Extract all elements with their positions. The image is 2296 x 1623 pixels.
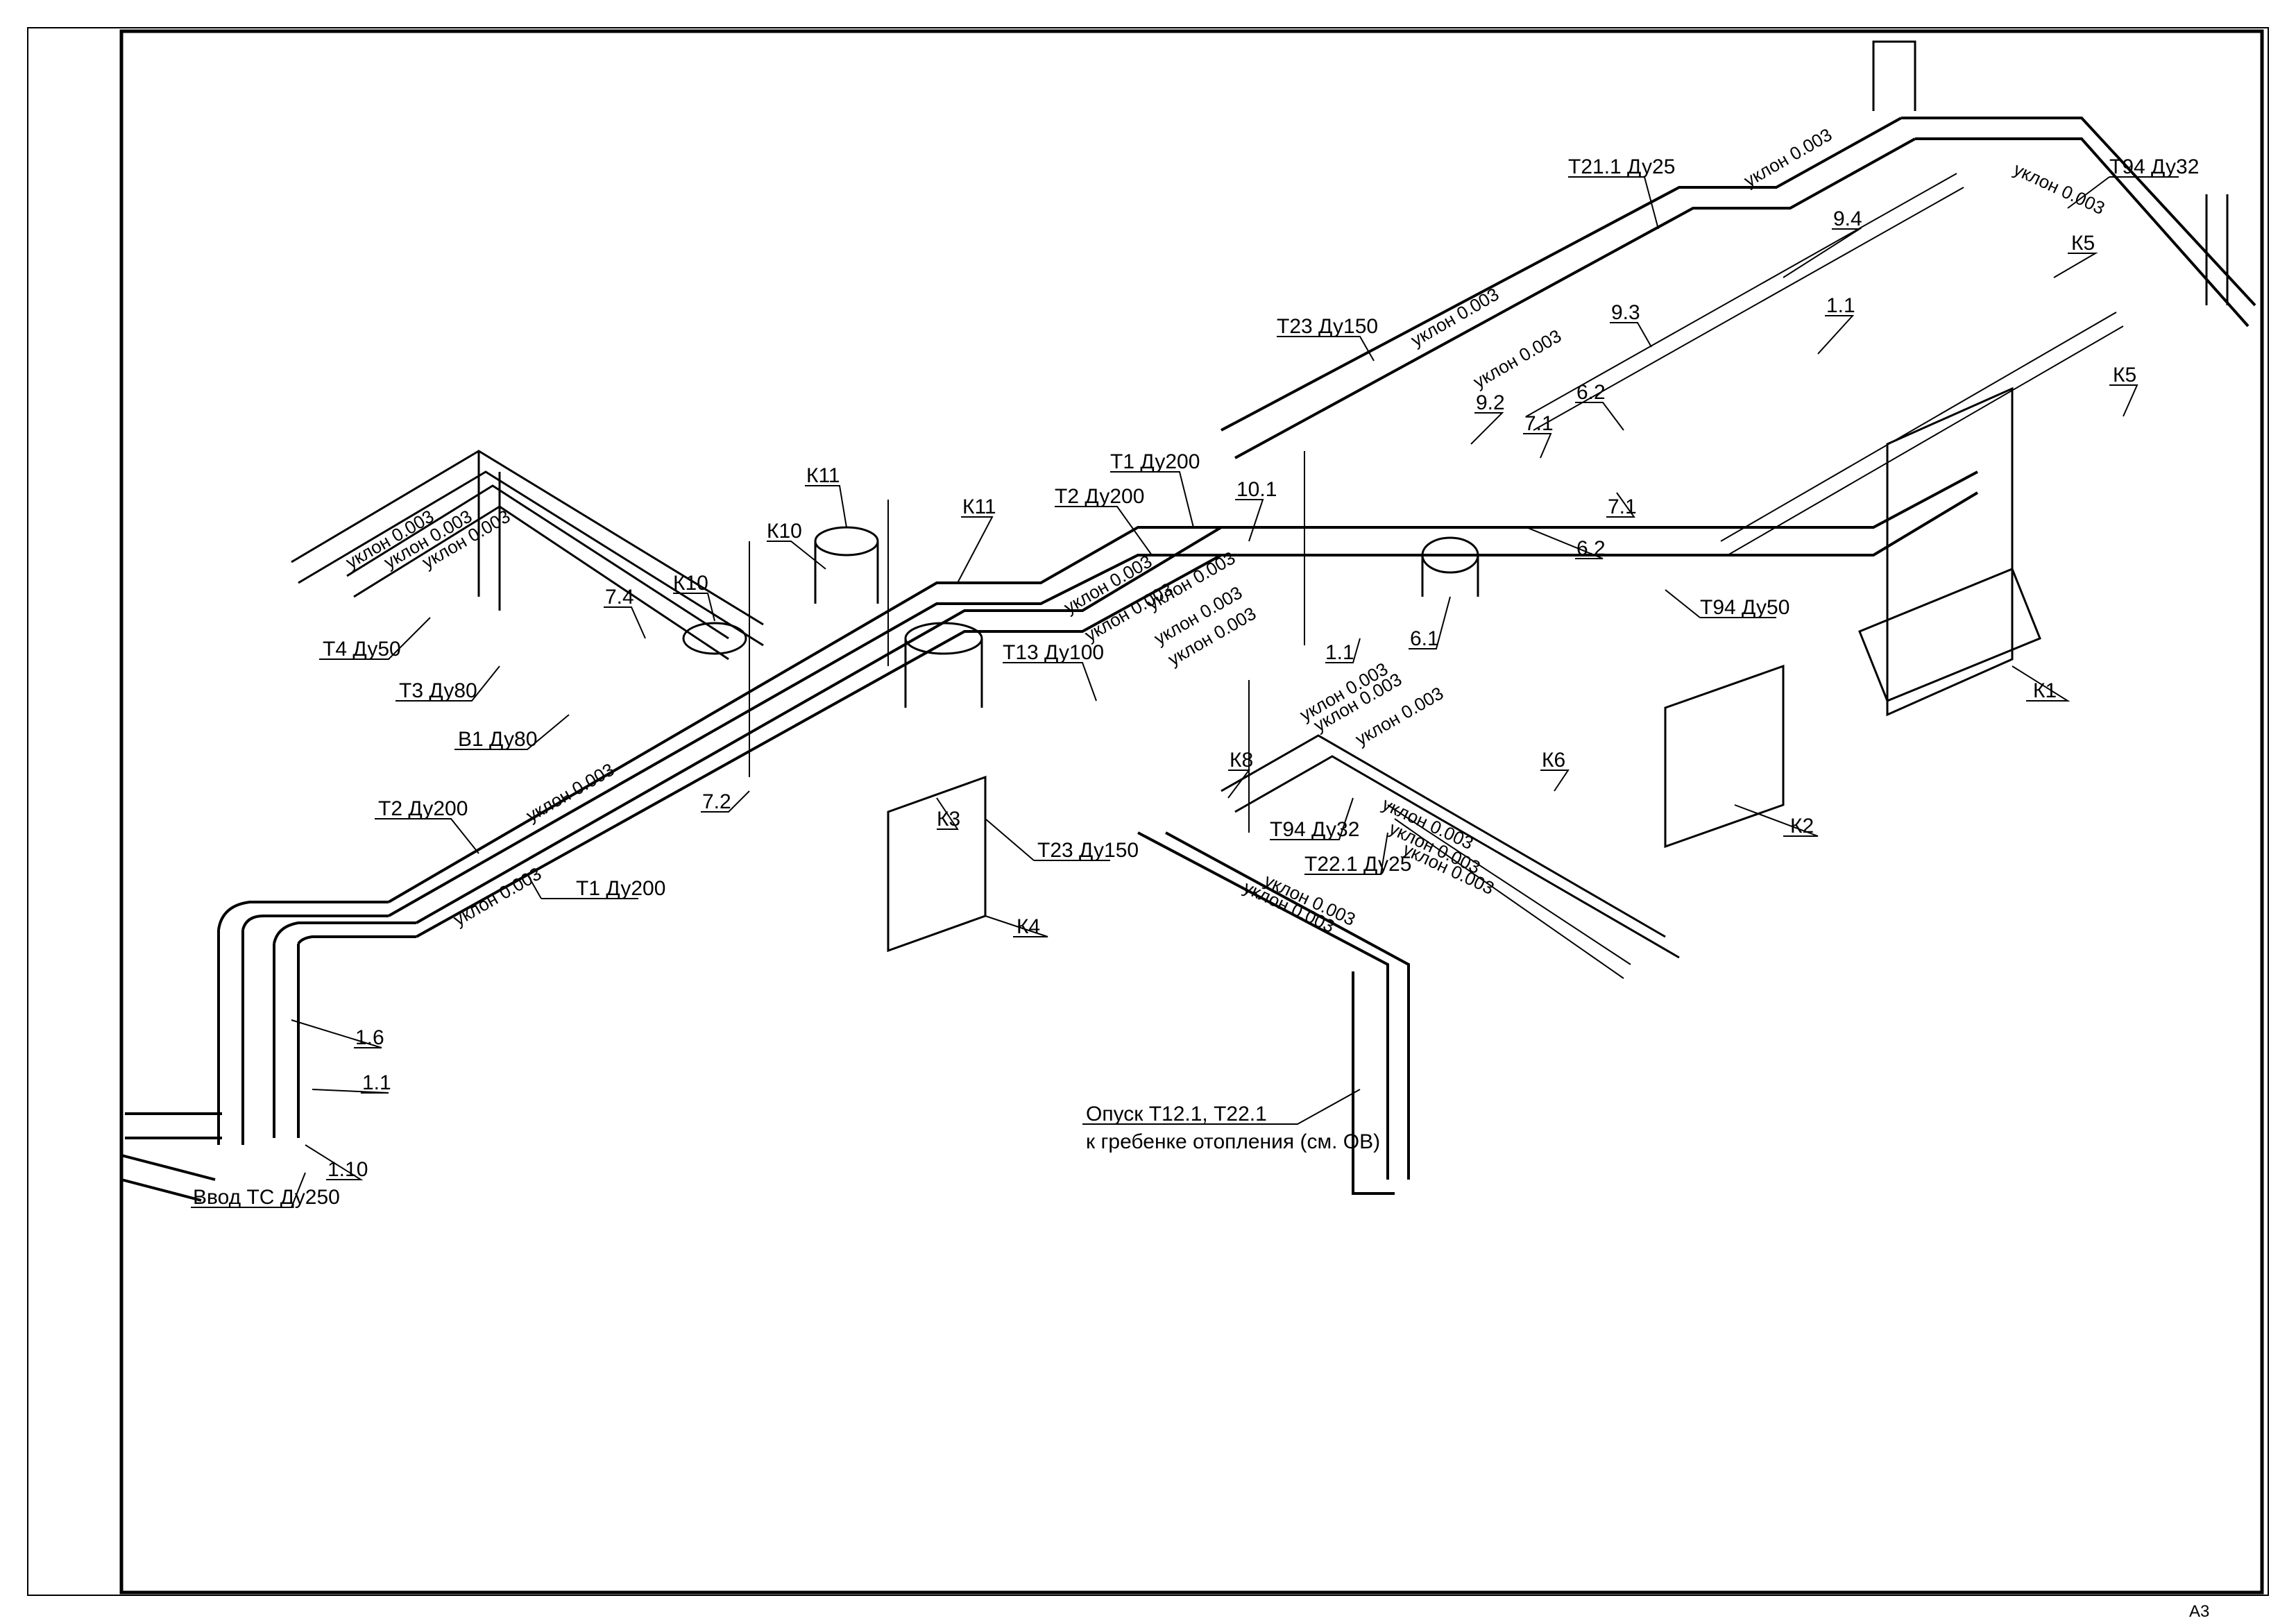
- label-t4-dn50: Т4 Ду50: [323, 638, 401, 661]
- label-pos-10-1: 10.1: [1236, 478, 1277, 501]
- label-k10: К10: [767, 520, 802, 543]
- label-t2-dn200: Т2 Ду200: [378, 797, 468, 820]
- label-pos-9-2: 9.2: [1476, 391, 1505, 414]
- label-t94-dn50: Т94 Ду50: [1700, 596, 1789, 619]
- label-k11: К11: [962, 495, 996, 518]
- label-inlet-dn250: Ввод ТС Ду250: [193, 1186, 340, 1209]
- label-pos-1-6: 1.6: [355, 1026, 384, 1049]
- slope-label: уклон 0.003: [1470, 325, 1565, 393]
- slope-label: уклон 0.003: [1407, 284, 1502, 351]
- label-t23-dn150: Т23 Ду150: [1037, 839, 1139, 862]
- label-k5: К5: [2113, 364, 2136, 386]
- equipment-graphics: [682, 386, 2041, 953]
- label-descent-note: к гребенке отопления (см. ОВ): [1086, 1130, 1380, 1153]
- label-pos-1-1: 1.1: [1325, 641, 1354, 664]
- label-k1: К1: [2033, 679, 2057, 702]
- label-k5: К5: [2071, 232, 2095, 255]
- label-pos-6-2: 6.2: [1576, 537, 1606, 560]
- label-pos-9-4: 9.4: [1833, 207, 1862, 230]
- label-k2: К2: [1790, 815, 1814, 838]
- drawing-frame: [119, 29, 2264, 1595]
- label-pos-7-1: 7.1: [1524, 412, 1554, 435]
- label-pos-7-2: 7.2: [702, 790, 731, 813]
- label-t1-dn200: Т1 Ду200: [576, 877, 665, 900]
- label-t21-1-dn25: Т21.1 Ду25: [1568, 155, 1675, 178]
- label-pos-6-2: 6.2: [1576, 381, 1606, 404]
- main-pipes: [121, 40, 2256, 1202]
- label-t13-dn100: Т13 Ду100: [1003, 641, 1104, 664]
- sheet-format: А3: [2189, 1602, 2209, 1621]
- position-labels: 1.6 1.1 1.10 1.1 1.1 6.1 6.2 6.2 7.1 7.1…: [291, 207, 1862, 1181]
- equipment-labels: К1 К2 К3 К4 К5 К5 К6 К8 К10 К10 К11 К11: [673, 232, 2138, 938]
- label-pos-1-1: 1.1: [1826, 294, 1855, 317]
- label-k8: К8: [1230, 749, 1253, 772]
- label-k3: К3: [937, 808, 960, 831]
- label-pos-7-4: 7.4: [605, 586, 634, 609]
- label-k11: К11: [806, 464, 840, 487]
- label-pos-7-1: 7.1: [1608, 495, 1637, 518]
- label-t94-dn32: Т94 Ду32: [1270, 818, 1359, 841]
- label-t94-dn32: Т94 Ду32: [2109, 155, 2199, 178]
- label-pos-9-3: 9.3: [1611, 301, 1640, 324]
- label-k6: К6: [1542, 749, 1565, 772]
- label-t23-dn150: Т23 Ду150: [1277, 315, 1378, 338]
- label-k10: К10: [673, 572, 708, 595]
- label-pos-1-10: 1.10: [328, 1158, 368, 1181]
- label-t22-1-dn25: Т22.1 Ду25: [1304, 853, 1411, 876]
- label-descent: Опуск Т12.1, Т22.1: [1086, 1103, 1267, 1125]
- label-b1-dn80: В1 Ду80: [458, 728, 537, 751]
- outer-border: [27, 27, 2269, 1596]
- label-k4: К4: [1017, 915, 1040, 938]
- label-pos-1-1: 1.1: [362, 1071, 391, 1094]
- label-pos-6-1: 6.1: [1410, 627, 1439, 650]
- label-t3-dn80: Т3 Ду80: [399, 679, 477, 702]
- label-t2-dn200: Т2 Ду200: [1055, 485, 1144, 508]
- label-t1-dn200: Т1 Ду200: [1110, 450, 1200, 473]
- line-labels: Т4 Ду50 Т3 Ду80 В1 Ду80 Т2 Ду200 Т1 Ду20…: [191, 155, 2199, 1209]
